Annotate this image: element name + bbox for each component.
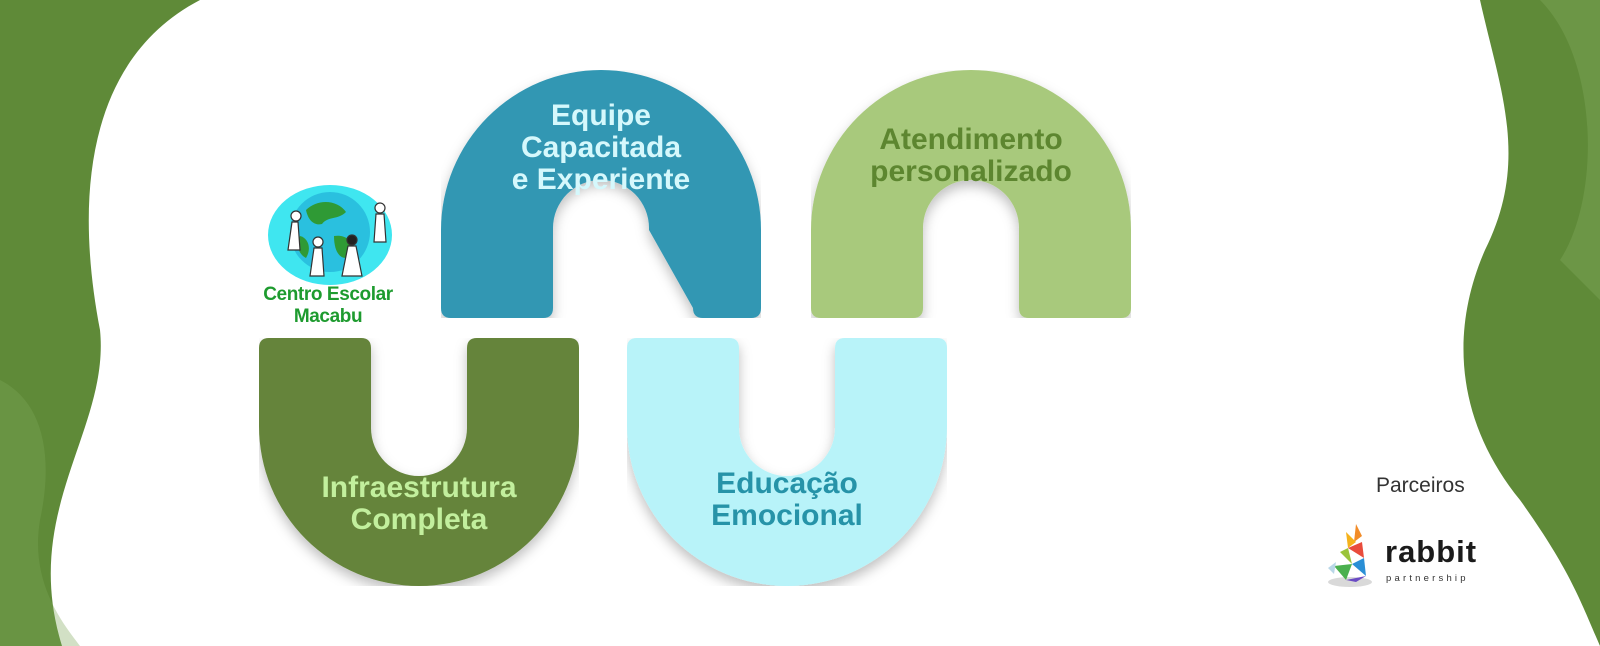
rabbit-icon [1328, 524, 1372, 587]
tile-infraestrutura-shape [259, 338, 579, 586]
school-logo-name: Centro Escolar Macabu [263, 284, 393, 327]
rabbit-logo-subtitle: partnership [1386, 573, 1469, 584]
tile-educacao-line1: Educação [716, 467, 858, 500]
tile-educacao-line2: Emocional [711, 499, 863, 532]
tile-atendimento-line2: personalizado [870, 155, 1072, 188]
tile-atendimento-line1: Atendimento [879, 123, 1063, 156]
globe-children-icon [268, 185, 392, 285]
tile-infraestrutura-line1: Infraestrutura [321, 471, 517, 504]
tile-equipe-line3: e Experiente [511, 163, 691, 196]
tile-educacao-emocional: Educação Emocional [627, 338, 947, 586]
partners-label: Parceiros [1376, 474, 1465, 497]
tile-equipe-line2: Capacitada [520, 131, 682, 164]
rabbit-logo-word: rabbit [1385, 534, 1478, 569]
tile-equipe-capacitada: Equipe Capacitada e Experiente [441, 70, 761, 318]
tile-equipe-line1: Equipe [550, 99, 651, 132]
tile-atendimento-personalizado: Atendimento personalizado [811, 70, 1131, 318]
tile-educacao-shape [627, 338, 947, 586]
tile-atendimento-shape [811, 70, 1131, 318]
tile-equipe-shape [441, 70, 761, 318]
school-logo: Centro Escolar Macabu [238, 180, 418, 327]
tile-infraestrutura-line2: Completa [350, 503, 488, 536]
tile-infraestrutura-completa: Infraestrutura Completa [259, 338, 579, 586]
